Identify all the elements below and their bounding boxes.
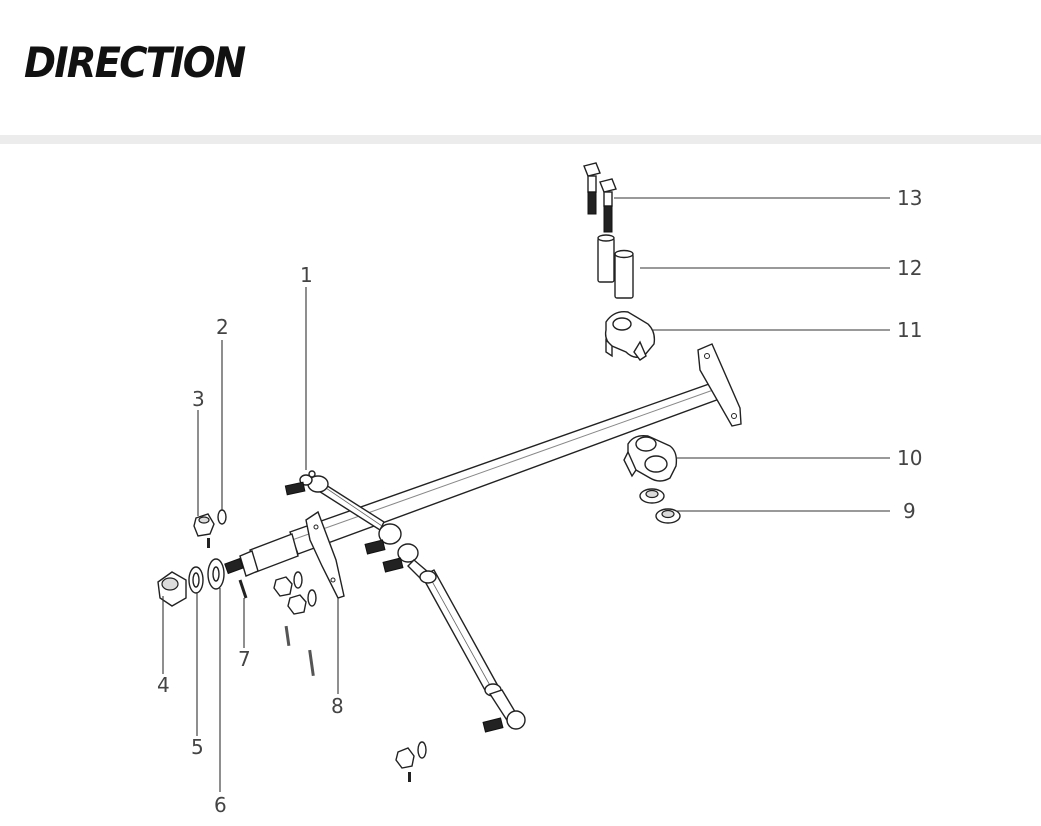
callout-6: 6 — [214, 793, 227, 817]
leader-lines — [162, 197, 890, 792]
spacer-tubes — [597, 234, 634, 299]
callout-1: 1 — [300, 263, 313, 287]
shaft-washer-5 — [188, 566, 204, 594]
left-washer — [217, 509, 227, 525]
callout-8: 8 — [331, 694, 344, 718]
page-title: DIRECTION — [24, 38, 246, 87]
callout-9: 9 — [903, 499, 916, 523]
upper-clamp-bracket — [604, 311, 656, 361]
column-top-plate — [697, 343, 742, 427]
lower-bracket-plate — [305, 510, 345, 599]
callout-12: 12 — [897, 256, 922, 280]
callout-5: 5 — [191, 735, 204, 759]
mounting-bolts — [583, 162, 617, 233]
divider-band — [0, 135, 1041, 144]
lower-tie-rod — [382, 543, 526, 733]
callout-4: 4 — [157, 673, 170, 697]
callout-7: 7 — [238, 647, 251, 671]
callout-13: 13 — [897, 186, 922, 210]
upper-tie-rod — [284, 470, 402, 555]
exploded-parts-diagram: 1 2 3 4 5 6 7 8 9 10 11 12 13 — [0, 144, 1041, 826]
callout-11: 11 — [897, 318, 922, 342]
left-castle-nut — [193, 513, 215, 548]
middle-nuts-washers — [273, 571, 317, 677]
callout-10: 10 — [897, 446, 922, 470]
header: DIRECTION — [0, 0, 1041, 135]
callout-2: 2 — [216, 315, 229, 339]
bottom-nut-washer — [395, 741, 427, 782]
flange-nuts — [639, 488, 681, 524]
callout-labels: 1 2 3 4 5 6 7 8 9 10 11 12 13 — [157, 186, 922, 817]
shaft-washer-6 — [207, 558, 225, 590]
cotter-pin — [238, 579, 248, 599]
large-hex-nut — [157, 571, 187, 607]
lower-clamp-bracket — [623, 434, 678, 482]
callout-3: 3 — [192, 387, 205, 411]
